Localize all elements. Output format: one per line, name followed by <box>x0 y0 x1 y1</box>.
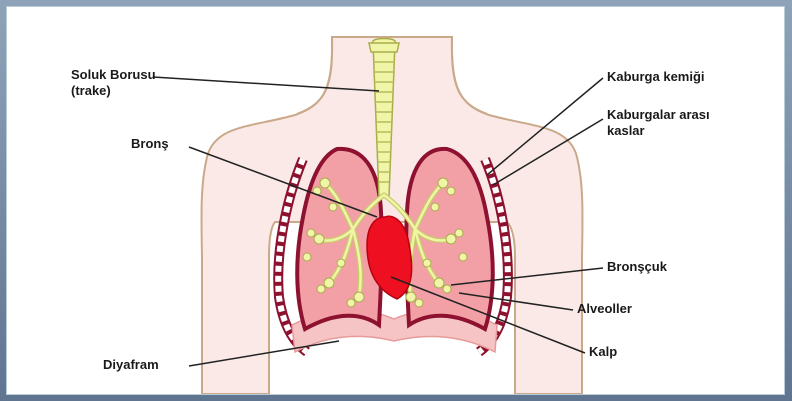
label-kaburga-kemigi: Kaburga kemiği <box>607 69 705 85</box>
label-brons: Bronş <box>131 136 169 152</box>
label-bronscuk: Bronşçuk <box>607 259 667 275</box>
diagram-panel: Soluk Borusu (trake) Bronş Diyafram Kabu… <box>6 6 785 395</box>
label-alveoller: Alveoller <box>577 301 632 317</box>
label-kalp: Kalp <box>589 344 617 360</box>
label-diyafram: Diyafram <box>103 357 159 373</box>
label-kaburgalar-arasi: Kaburgalar arası kaslar <box>607 107 710 139</box>
label-soluk-borusu: Soluk Borusu (trake) <box>71 67 156 99</box>
respiratory-system-diagram <box>7 7 785 394</box>
